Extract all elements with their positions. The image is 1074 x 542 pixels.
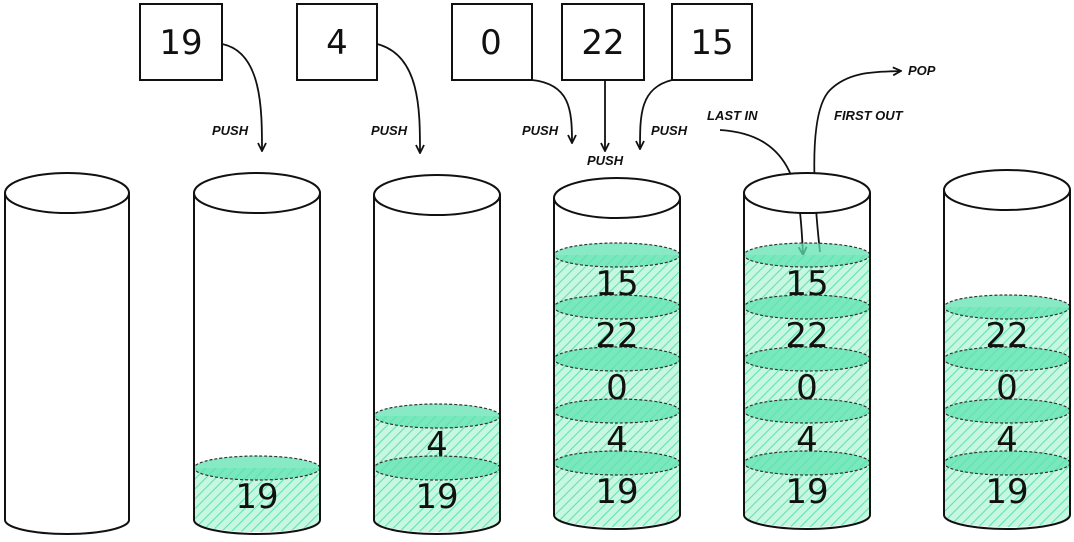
input-box-2: 4 [296, 3, 378, 81]
last-in-label: LAST IN [707, 108, 758, 123]
stack-6: 19 4 0 22 [943, 169, 1071, 530]
stack-item-value: 19 [785, 472, 828, 512]
stack-item-value: 4 [996, 420, 1018, 460]
push-label-3: PUSH [522, 123, 559, 138]
first-out-label: FIRST OUT [834, 108, 904, 123]
input-box-3: 0 [451, 3, 533, 81]
pop-arrow [813, 71, 900, 253]
pop-label: POP [908, 63, 936, 78]
stack-item-value: 4 [606, 420, 628, 460]
input-value-2: 4 [326, 23, 348, 63]
stack-item-value: 15 [785, 264, 828, 304]
stack-item-value: 4 [426, 425, 448, 465]
input-value-3: 0 [480, 23, 502, 63]
push-arrow-1 [221, 43, 262, 150]
stack-item-value: 0 [996, 368, 1018, 408]
stack-rim [943, 169, 1071, 211]
stack-rim [743, 172, 871, 214]
input-value-5: 15 [690, 23, 733, 63]
stack-item-value: 19 [985, 472, 1028, 512]
stack-1 [4, 172, 130, 535]
stack-rim [4, 172, 130, 214]
stack-outline [943, 189, 1071, 530]
stack-item-value: 22 [595, 316, 638, 356]
stack-item-value: 22 [985, 316, 1028, 356]
push-label-4: PUSH [587, 153, 624, 168]
stack-item-value: 0 [606, 368, 628, 408]
stack-item-value: 4 [796, 420, 818, 460]
input-value-1: 19 [159, 23, 202, 63]
stack-rim [193, 172, 321, 214]
stack-item-value: 15 [595, 264, 638, 304]
stack-outline [373, 194, 501, 535]
stack-rim [373, 174, 501, 216]
stack-item-value: 19 [595, 472, 638, 512]
stack-outline [193, 192, 321, 535]
push-arrow-5 [640, 79, 673, 148]
stack-4: 19 4 0 22 15 [553, 177, 681, 530]
stack-2: 19 [193, 172, 321, 535]
stack-fill [194, 468, 320, 532]
stack-outline [553, 197, 681, 530]
input-box-1: 19 [139, 3, 223, 81]
push-label-2: PUSH [371, 123, 408, 138]
stack-item-value: 19 [235, 477, 278, 517]
stack-outline [743, 192, 871, 530]
push-label-5: PUSH [651, 123, 688, 138]
push-arrow-3 [531, 79, 572, 142]
stack-3: 194 [373, 174, 501, 535]
stack-rim [553, 177, 681, 219]
push-label-1: PUSH [212, 123, 249, 138]
stack-5: 19 4 0 22 15 [743, 172, 871, 530]
stack-outline [4, 192, 130, 535]
stack-item-value: 0 [796, 368, 818, 408]
stack-item-value: 19 [415, 477, 458, 517]
input-box-4: 22 [561, 3, 645, 81]
stack-item-value: 22 [785, 316, 828, 356]
input-box-5: 15 [671, 3, 753, 81]
push-arrow-2 [376, 43, 420, 152]
input-value-4: 22 [581, 23, 624, 63]
